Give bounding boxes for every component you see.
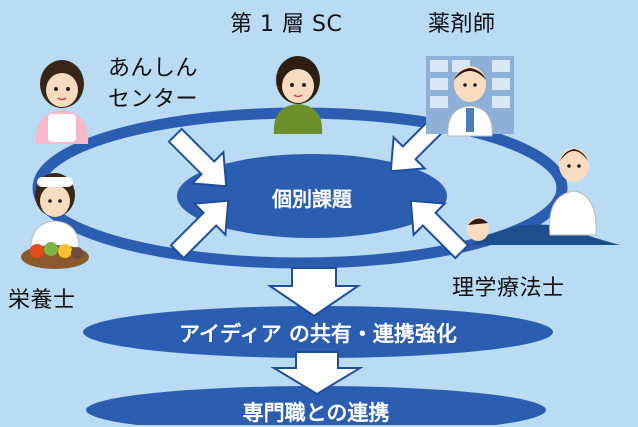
center-oval (177, 154, 447, 238)
arrow-top-left (167, 127, 228, 188)
sc-staff-icon (273, 56, 323, 134)
share-oval-text: アイディア の共有・連携強化 (179, 322, 457, 346)
nutritionist-icon (21, 173, 89, 269)
physiotherapist-label: 理学療法士 (452, 276, 565, 301)
expert-oval-text: 専門職との連携 (242, 401, 390, 425)
pharmacist-label: 薬剤師 (428, 12, 496, 37)
anshin-staff-icon (35, 60, 89, 144)
anshin-label-line1: あんしん (108, 56, 199, 81)
share-oval (83, 306, 553, 358)
center-oval-text: 個別課題 (272, 187, 352, 211)
nutritionist-label: 栄養士 (8, 288, 76, 313)
down-arrow-1 (266, 267, 362, 318)
pharmacist-icon (426, 56, 514, 137)
anshin-label-line2: センター (108, 87, 199, 113)
physiotherapist-icon (467, 148, 620, 245)
arrow-bottom-left (169, 199, 230, 260)
anshin-center-label: あんしん センター (108, 56, 198, 113)
sc-label: 第 1 層 SC (230, 12, 343, 37)
arrow-bottom-right (409, 199, 470, 260)
expert-oval (86, 386, 546, 425)
down-arrow-2 (270, 351, 364, 396)
